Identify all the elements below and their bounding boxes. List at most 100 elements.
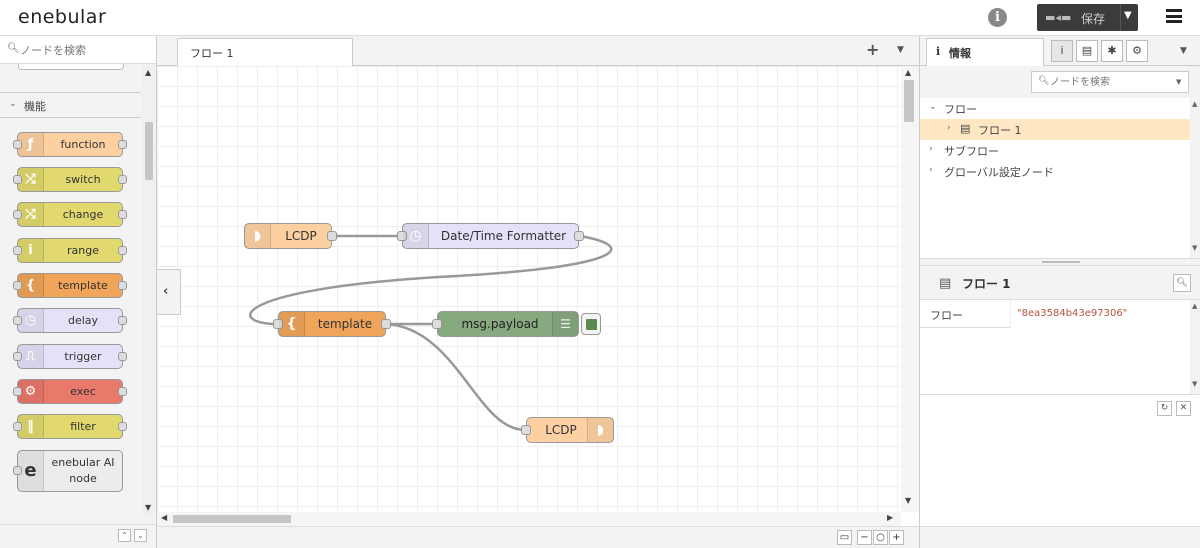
scroll-down-icon[interactable]: ▼ bbox=[145, 503, 152, 512]
scroll-up-icon[interactable]: ▲ bbox=[1192, 302, 1198, 310]
scroll-right-icon[interactable]: ▶ bbox=[887, 513, 894, 522]
palette-search-input[interactable] bbox=[20, 41, 150, 59]
property-area bbox=[920, 328, 1190, 394]
canvas-horizontal-scrollbar[interactable]: ◀ ▶ bbox=[157, 512, 901, 526]
search-options-caret-icon[interactable]: ▼ bbox=[1176, 78, 1182, 86]
tab-info[interactable]: i 情報 bbox=[926, 38, 1044, 67]
tree-item-subflows[interactable]: › サブフロー bbox=[920, 140, 1190, 161]
tree-item-global-config[interactable]: › グローバル設定ノード bbox=[920, 161, 1190, 182]
palette-scroll-thumb[interactable] bbox=[145, 122, 153, 180]
node-lcdp-in[interactable]: ◗ LCDP bbox=[244, 223, 337, 249]
sidebar-search: 🔍︎ ▼ bbox=[1031, 71, 1189, 93]
horizontal-scroll-thumb[interactable] bbox=[173, 515, 291, 523]
scroll-up-icon[interactable]: ▲ bbox=[145, 68, 152, 77]
help-book-icon[interactable]: ▤ bbox=[1076, 40, 1098, 62]
palette-node-exec[interactable]: ⚙exec bbox=[13, 379, 127, 404]
input-port[interactable] bbox=[397, 231, 407, 241]
config-gear-icon[interactable]: ⚙ bbox=[1126, 40, 1148, 62]
map-icon[interactable]: ▭ bbox=[837, 530, 852, 545]
node-lcdp-out[interactable]: LCDP ◗ bbox=[521, 417, 614, 443]
main-menu-icon[interactable] bbox=[1166, 9, 1182, 23]
input-port[interactable] bbox=[273, 319, 283, 329]
palette-collapse-button[interactable]: ‹ bbox=[157, 269, 181, 315]
node-debug-msg-payload[interactable]: msg.payload ☰ bbox=[432, 311, 579, 337]
deploy-button[interactable]: ▬◂▬ 保存 ▼ bbox=[1037, 4, 1138, 31]
node-label: msg.payload bbox=[461, 317, 539, 331]
palette-scrollbar[interactable]: ▲ ▼ bbox=[142, 64, 156, 518]
chevron-left-icon: ‹ bbox=[163, 284, 169, 299]
zoom-out-icon[interactable]: − bbox=[857, 530, 872, 545]
node-datetime-formatter[interactable]: ◷ Date/Time Formatter bbox=[397, 223, 584, 249]
palette-node-template[interactable]: {template bbox=[13, 273, 127, 298]
canvas-vertical-scrollbar[interactable]: ▲ ▼ bbox=[901, 66, 919, 512]
info-scrollbar[interactable]: ▲ ▼ bbox=[1190, 300, 1200, 394]
palette-category-function[interactable]: ⌄ 機能 bbox=[0, 92, 141, 118]
palette-node-change[interactable]: ⤭ change bbox=[13, 202, 127, 227]
palette-node-label: change bbox=[62, 208, 104, 221]
debug-toggle-button[interactable] bbox=[581, 313, 601, 335]
input-port[interactable] bbox=[432, 319, 442, 329]
sidebar-search-input[interactable] bbox=[1050, 75, 1174, 90]
zoom-in-icon[interactable]: + bbox=[889, 530, 904, 545]
palette-footer: ⌃ ⌄ bbox=[0, 524, 156, 548]
scroll-up-icon[interactable]: ▲ bbox=[1192, 100, 1198, 108]
sidebar-tabs: i 情報 i ▤ ✱ ⚙ ▼ bbox=[920, 36, 1200, 67]
tab-menu-caret-icon[interactable]: ▼ bbox=[897, 45, 904, 55]
sidebar-tab-menu-caret-icon[interactable]: ▼ bbox=[1180, 46, 1187, 56]
input-port bbox=[13, 387, 22, 396]
info-tab-button[interactable]: i bbox=[1051, 40, 1073, 62]
add-flow-icon[interactable]: + bbox=[866, 40, 880, 59]
tree-item-flows[interactable]: ⌄ フロー bbox=[920, 98, 1190, 119]
input-port bbox=[13, 281, 22, 290]
output-port bbox=[118, 352, 127, 361]
scroll-down-icon[interactable]: ▼ bbox=[1192, 244, 1198, 252]
zoom-reset-icon[interactable]: ○ bbox=[873, 530, 888, 545]
expand-all-icon[interactable]: ⌄ bbox=[134, 529, 147, 542]
property-row-flow: フロー "8ea3584b43e97306" bbox=[920, 300, 1190, 328]
palette-node-switch[interactable]: ⤮switch bbox=[13, 167, 127, 192]
scroll-down-icon[interactable]: ▼ bbox=[1192, 380, 1198, 388]
scroll-up-icon[interactable]: ▲ bbox=[905, 68, 912, 77]
collapse-all-icon[interactable]: ⌃ bbox=[118, 529, 131, 542]
scroll-left-icon[interactable]: ◀ bbox=[161, 513, 168, 522]
output-port[interactable] bbox=[381, 319, 391, 329]
info-tree: ⌄ フロー › ▤ フロー 1 › サブフロー › グローバル設定ノード bbox=[920, 98, 1190, 258]
scroll-down-icon[interactable]: ▼ bbox=[905, 496, 912, 505]
output-port[interactable] bbox=[574, 231, 584, 241]
delay-icon: ◷ bbox=[18, 309, 44, 332]
output-port bbox=[118, 210, 127, 219]
close-icon[interactable]: ✕ bbox=[1176, 401, 1191, 416]
tree-scrollbar[interactable]: ▲ ▼ bbox=[1190, 98, 1200, 258]
deploy-menu-caret-icon[interactable]: ▼ bbox=[1124, 10, 1132, 21]
input-port[interactable] bbox=[521, 425, 531, 435]
clock-icon: ◷ bbox=[403, 224, 429, 248]
vertical-scroll-thumb[interactable] bbox=[904, 80, 914, 122]
exec-icon: ⚙ bbox=[18, 380, 44, 403]
debug-bug-icon[interactable]: ✱ bbox=[1101, 40, 1123, 62]
palette-node-label-line: node bbox=[69, 472, 97, 485]
sidebar-splitter[interactable] bbox=[920, 258, 1200, 266]
palette-node-delay[interactable]: ◷delay bbox=[13, 308, 127, 333]
palette-node-filter[interactable]: ‖filter bbox=[13, 414, 127, 439]
change-icon: ⤭ bbox=[18, 203, 44, 226]
output-port bbox=[118, 316, 127, 325]
tree-item-flow-1[interactable]: › ▤ フロー 1 bbox=[920, 119, 1190, 140]
tree-item-label: フロー bbox=[944, 103, 977, 116]
chevron-down-icon: ⌄ bbox=[9, 99, 17, 109]
node-template[interactable]: { template bbox=[273, 311, 391, 337]
property-value-cell bbox=[1010, 300, 1190, 328]
filter-icon: ‖ bbox=[18, 415, 44, 438]
palette-node-label-line: enebular AI bbox=[51, 456, 115, 469]
search-icon[interactable]: 🔍︎ bbox=[1173, 274, 1191, 292]
output-port[interactable] bbox=[327, 231, 337, 241]
tab-flow-1[interactable]: フロー 1 bbox=[177, 38, 353, 67]
input-port bbox=[13, 466, 22, 475]
info-icon[interactable]: i bbox=[988, 8, 1007, 27]
flow-canvas[interactable]: ◗ LCDP ◷ Date/Time Formatter { template bbox=[157, 66, 901, 512]
palette-node-trigger[interactable]: ⎍trigger bbox=[13, 344, 127, 369]
refresh-icon[interactable]: ↻ bbox=[1157, 401, 1172, 416]
